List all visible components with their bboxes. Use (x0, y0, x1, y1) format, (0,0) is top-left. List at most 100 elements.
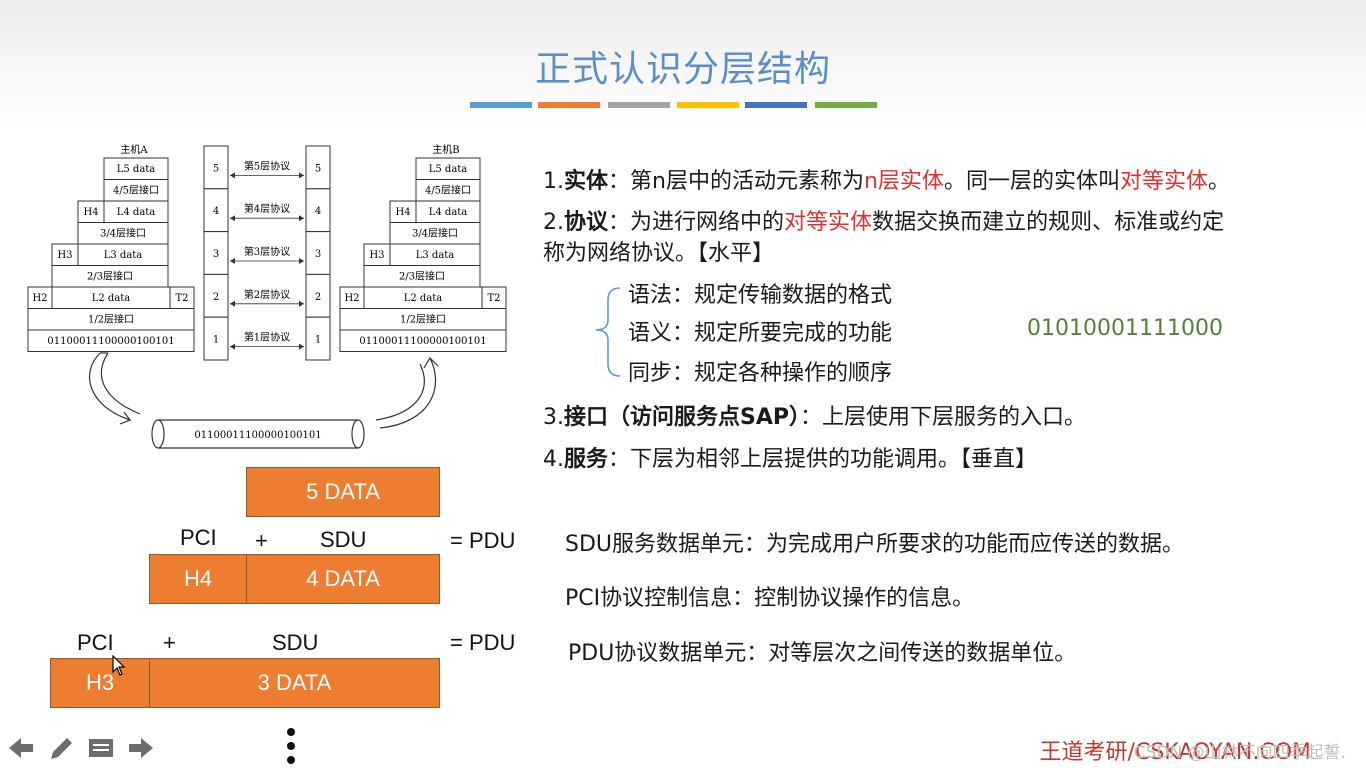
point-number: 2. (543, 210, 564, 235)
layer-row-label: L5 data (117, 164, 156, 175)
slides-icon[interactable] (86, 734, 116, 762)
header-label: H4 (395, 207, 410, 218)
layer-row-label: L2 data (92, 293, 131, 304)
header-label: H3 (369, 250, 384, 261)
point-service: 4.服务：下层为相邻上层提供的功能调用。【垂直】 (543, 441, 1037, 473)
point-number: 1. (543, 169, 564, 194)
layer-number-cell (305, 316, 331, 361)
sdu-label: SDU (272, 630, 319, 655)
layer-row-label: 3/4层接口 (100, 227, 146, 240)
protocol-label: 第5层协议 (244, 159, 290, 172)
curved-arrow-left (88, 352, 141, 425)
layer-row-label: L3 data (416, 250, 455, 261)
plus-sign: + (255, 528, 268, 553)
arrow-right-icon[interactable] (126, 734, 156, 762)
box-5-data: 5 DATA (246, 467, 440, 517)
host-label: 主机A (120, 143, 148, 156)
watermark: CSDN @山林不向四季起誓. (1133, 743, 1346, 763)
footer-brand: 王道考研/CSKAOYAN.COM (1039, 740, 1311, 765)
equals-pdu-label: = PDU (450, 528, 516, 553)
layer-number: 2 (315, 292, 321, 303)
box-h4: H4 (149, 554, 247, 604)
point-number: 3. (543, 405, 564, 430)
color-bar-segment (538, 102, 600, 108)
layer-row-label: 01100011100000100101 (359, 336, 486, 347)
highlight-peer-entity: 对等实体 (1119, 169, 1208, 194)
box-h3: H3 (50, 658, 150, 708)
bits-example: 01010001111000 (1027, 316, 1223, 341)
text: 为进行网络中的 (630, 210, 785, 235)
header-label: H2 (344, 293, 359, 304)
layer-number: 3 (315, 249, 321, 260)
layer-row (339, 329, 507, 352)
layer-row-label: L2 data (404, 293, 443, 304)
plus-sign: + (163, 630, 176, 655)
trailer-label: T2 (175, 293, 188, 304)
point-entity: 1.实体：第n层中的活动元素称为n层实体。同一层的实体叫对等实体。 (543, 163, 1230, 195)
layer-number: 1 (213, 335, 219, 346)
box-3-data: 3 DATA (149, 658, 440, 708)
pen-icon[interactable] (46, 734, 76, 762)
term-interface: 接口（访问服务点SAP） (564, 405, 800, 430)
definition-pdu: PDU协议数据单元：对等层次之间传送的数据单位。 (568, 641, 1077, 666)
colon: ： (608, 169, 631, 194)
layer-number: 1 (315, 335, 321, 346)
layer-number-cell (305, 188, 331, 233)
definition-pci: PCI协议控制信息：控制协议操作的信息。 (565, 586, 975, 611)
layer-number: 2 (213, 292, 219, 303)
layer-diagram: 主机A L5 data 4/5层接口 H4 L4 data 3/4层接口 H3 L3 data… (20, 138, 516, 454)
point-number: 4. (543, 447, 564, 472)
text: 。 (1207, 169, 1230, 194)
layer-row (27, 329, 195, 352)
slide-title: 正式认识分层结构 (534, 49, 831, 90)
layer-row-label: L3 data (104, 250, 143, 261)
box-4-data: 4 DATA (246, 554, 440, 604)
term-entity: 实体 (564, 169, 609, 194)
highlight-n-layer-entity: n层实体 (863, 169, 944, 194)
layer-row-label: L4 data (117, 207, 156, 218)
term-service: 服务 (564, 447, 609, 472)
point-protocol-line2: 称为网络协议。【水平】 (543, 241, 775, 266)
equals-pdu-label: = PDU (450, 630, 516, 655)
protocol-semantics: 语义：规定所要完成的功能 (628, 321, 893, 346)
brace-icon (595, 287, 621, 377)
highlight-peer-entity: 对等实体 (784, 210, 873, 235)
layer-row-label: 2/3层接口 (87, 270, 133, 283)
layer-number: 5 (315, 163, 321, 174)
protocol-label: 第1层协议 (244, 331, 290, 344)
protocol-label: 第3层协议 (244, 245, 290, 258)
transfer-pipe: 01100011100000100101 (151, 419, 365, 449)
more-vertical-icon[interactable] (276, 726, 306, 766)
header-label: H4 (83, 207, 98, 218)
curved-arrow-right (375, 356, 439, 429)
layer-row-label: 1/2层接口 (88, 313, 134, 326)
definition-sdu: SDU服务数据单元：为完成用户所要求的功能而应传送的数据。 (565, 532, 1185, 557)
text: 数据交换而建立的规则、标准或约定 (872, 210, 1225, 235)
pipe-bits: 01100011100000100101 (194, 430, 321, 441)
protocol-label: 第4层协议 (244, 202, 290, 215)
layer-number-cell (305, 145, 331, 190)
pci-label: PCI (180, 525, 217, 550)
layer-row-label: L4 data (429, 207, 468, 218)
layer-number-cell (305, 231, 331, 275)
color-bar-segment (677, 102, 739, 108)
layer-diagram-svg: 主机A L5 data 4/5层接口 H4 L4 data 3/4层接口 H3 L3 data… (27, 143, 507, 449)
protocol-label: 第2层协议 (244, 288, 290, 301)
color-bar-segment (470, 102, 532, 108)
layer-number: 5 (213, 163, 219, 174)
trailer-label: T2 (487, 293, 500, 304)
layer-number: 3 (213, 249, 219, 260)
color-bar-segment (745, 102, 807, 108)
layer-row-label: 1/2层接口 (400, 313, 446, 326)
layer-row-label: 2/3层接口 (399, 270, 445, 283)
layer-number-cell (203, 316, 229, 361)
layer-row-label: 4/5层接口 (113, 184, 159, 197)
text: ：下层为相邻上层提供的功能调用。【垂直】 (608, 447, 1038, 472)
layer-number-cell (305, 273, 331, 318)
text: 第n层中的活动元素称为 (630, 169, 864, 194)
arrow-left-icon[interactable] (6, 734, 36, 762)
layer-row-label: 3/4层接口 (412, 227, 458, 240)
layer-row-label: 4/5层接口 (425, 184, 471, 197)
